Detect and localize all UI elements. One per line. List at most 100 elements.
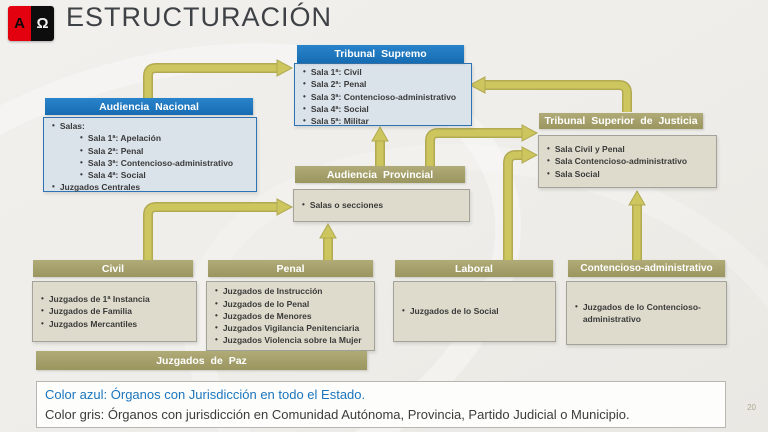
bullet-icon: • [547,144,550,154]
bullet-item: •Salas o secciones [302,199,465,211]
page-number: 20 [747,403,756,412]
bullet-item: •Sala 5ª: Militar [303,115,467,127]
bullet-text: Juzgados de Familia [48,306,132,317]
bullet-icon: • [80,157,83,167]
box-tribunal-supremo: Tribunal Supremo • Sala 1ª: Civil • Sala 2ª… [294,45,472,126]
bullet-icon: • [80,133,83,143]
bullet-icon: • [575,301,578,311]
bullet-icon: • [402,306,405,316]
box-audiencia-nacional-header: Audiencia Nacional [45,98,253,115]
alpha-omega-logo: A Ω [8,6,54,41]
bullet-icon: • [41,294,44,304]
bullet-text: Juzgados de 1ª Instancia [48,294,150,305]
bullet-item: • Sala Civil y Penal [547,143,712,155]
bullet-text: Sala 5ª: Militar [310,116,369,127]
bullet-icon: • [303,67,306,76]
bullet-text: Juzgados Vigilancia Penitenciaria [222,323,360,334]
bullet-text: Sala 2ª: Penal [87,145,144,156]
bullet-text: Salas o secciones [309,200,384,211]
bar-juzgados-de-paz: Juzgados de Paz [36,351,367,370]
bullet-icon: • [303,103,306,113]
box-laboral: Laboral • Juzgados de lo Social [393,260,556,342]
bullet-text: Sala 3ª: Contencioso-administrativo [310,91,457,102]
bullet-icon: • [215,298,218,308]
bullet-item: • Sala 2ª: Penal [303,78,467,90]
bullet-text: Sala 2ª: Penal [310,79,367,90]
box-tribunal-superior-header: Tribunal Superior de Justicia [539,113,703,129]
bullet-text: Sala 4ª: Social [310,103,369,114]
bullet-item: • Sala 2ª: Penal [52,145,252,157]
bullet-icon: • [41,306,44,316]
bullet-item: • Juzgados Centrales [52,181,252,193]
legend-blue-line: Color azul: Órganos con Jurisdicción en … [45,386,366,402]
box-tribunal-superior-list: • Sala Civil y Penal • Sala Contencioso-adm… [538,135,717,188]
bullet-icon: • [80,170,83,180]
bullet-text: Juzgados de Menores [222,310,312,321]
box-audiencia-nacional: Audiencia Nacional •Salas:•Sala 1ª: Apel… [43,98,257,192]
bullet-item: • Juzgados Violencia sobre la Mujer [215,334,370,346]
box-civil-header: Civil [33,260,193,277]
bullet-icon: • [547,168,550,178]
box-audiencia-nacional-list: •Salas:•Sala 1ª: Apelación•Sala 2ª: Pena… [43,117,257,192]
bullet-item: • Sala 1ª: Civil [303,66,467,78]
bullet-icon: • [303,91,306,101]
logo-omega-letter: Ω [31,6,54,41]
bullet-text: Juzgados Mercantiles [48,318,138,329]
bullet-icon: • [215,335,218,345]
bullet-text: Juzgados de lo Contencioso-administrativ… [582,301,701,324]
bullet-item: • Sala 3ª: Contencioso-administrativo [303,91,467,103]
box-laboral-header: Laboral [395,260,553,277]
bullet-text: Sala 1ª: Apelación [87,133,162,144]
bullet-item: • Sala 1ª: Apelación [52,132,252,144]
bullet-text: Juzgados de lo Social [409,306,499,317]
bullet-item: • Juzgados de 1ª Instancia [41,293,192,305]
slide-title: ESTRUCTURACIÓN [66,2,333,32]
bullet-text: Juzgados Centrales [59,182,141,193]
box-laboral-list: • Juzgados de lo Social [393,281,556,342]
bullet-item: • Juzgados de Familia [41,305,192,317]
bullet-text: Salas: [59,121,85,131]
box-contencioso-header: Contencioso-administrativo [568,260,725,277]
bullet-item: • Juzgados de lo Social [402,305,551,317]
box-tribunal-superior-de-justicia: Tribunal Superior de Justicia • Sala Civi… [538,113,717,188]
box-contencioso-list: • Juzgados de lo Contencioso-administrati… [566,281,727,345]
box-penal-header: Penal [208,260,373,277]
bullet-item: • Juzgados Mercantiles [41,318,192,330]
bullet-text: Sala 1ª: Civil [310,67,362,77]
bullet-text: Sala 3ª: Contencioso-administrativo [87,157,234,168]
bullet-icon: • [215,323,218,333]
bullet-item: • Sala 4ª: Social [303,103,467,115]
bullet-icon: • [303,79,306,89]
box-contencioso-administrativo: Contencioso-administrativo • Juzgados de … [566,260,727,345]
bullet-item: • Juzgados Vigilancia Penitenciaria [215,322,370,334]
box-tribunal-supremo-header: Tribunal Supremo [297,45,464,63]
bullet-text: Juzgados Violencia sobre la Mujer [222,335,362,346]
bullet-item: • Sala Contencioso-administrativo [547,155,712,167]
bullet-text: Sala Social [554,168,600,179]
box-civil: Civil • Juzgados de 1ª Instancia • Juzgados… [32,260,197,342]
bullet-icon: • [547,156,550,166]
bullet-icon: • [52,182,55,192]
box-tribunal-supremo-list: • Sala 1ª: Civil • Sala 2ª: Penal • Sala 3ª: … [294,63,472,126]
bullet-text: Sala Contencioso-administrativo [554,156,688,167]
logo-alpha-letter: A [8,6,31,41]
bullet-item: • Sala Social [547,168,712,180]
bullet-item: • Juzgados de Menores [215,310,370,322]
bullet-icon: • [41,318,44,328]
bullet-item: • Juzgados de lo Contencioso-administrati… [575,301,722,326]
box-audiencia-provincial-list: •Salas o secciones [293,189,470,222]
box-penal-list: •Juzgados de Instrucción•Juzgados de lo … [206,281,375,351]
box-civil-list: • Juzgados de 1ª Instancia • Juzgados de Fa… [32,281,197,342]
bullet-text: Sala 4ª: Social [87,170,146,181]
box-audiencia-provincial-header: Audiencia Provincial [295,166,465,183]
legend-box: Color azul: Órganos con Jurisdicción en … [36,381,726,428]
bullet-icon: • [215,310,218,320]
bullet-item: • Sala 4ª: Social [52,169,252,181]
bullet-text: Sala Civil y Penal [554,144,625,155]
bullet-item: •Salas: [52,120,252,132]
box-penal: Penal •Juzgados de Instrucción•Juzgados … [206,260,375,351]
bullet-icon: • [80,145,83,155]
bullet-item: • Juzgados de lo Penal [215,298,370,310]
bullet-text: Juzgados de lo Penal [222,298,310,309]
